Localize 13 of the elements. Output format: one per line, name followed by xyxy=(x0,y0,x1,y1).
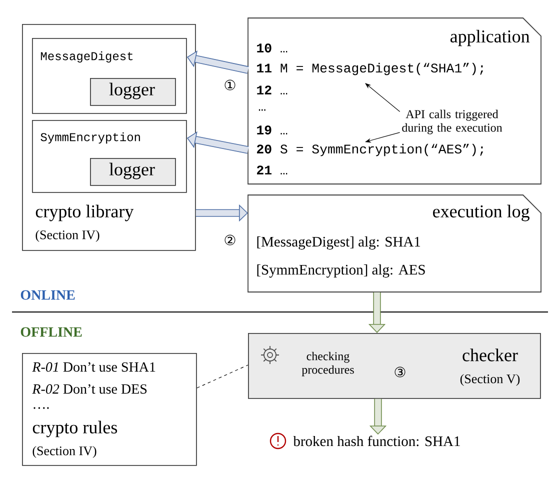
step-number: ① xyxy=(224,80,236,90)
log-panel: execution log [MessageDigest] alg: SHA1 [SymmEncryption] alg: AES xyxy=(248,194,542,292)
annotation-text: API calls triggered during the execution xyxy=(402,110,502,134)
step-number: ③ xyxy=(394,366,406,378)
section-label: ONLINE xyxy=(20,290,75,300)
connector-line xyxy=(196,364,248,388)
node-label: broken hash function: SHA1 xyxy=(293,436,460,446)
rules-box: R-01 Don’t use SHA1 R-02 Don’t use DES …. crypto rules (Section IV) xyxy=(22,353,197,466)
leader-arrow xyxy=(365,83,400,112)
logger-box: logger xyxy=(90,78,176,106)
section-label: OFFLINE xyxy=(20,327,82,337)
logger-box: logger xyxy=(90,158,176,186)
result-message: broken hash function: SHA1 xyxy=(270,432,460,450)
